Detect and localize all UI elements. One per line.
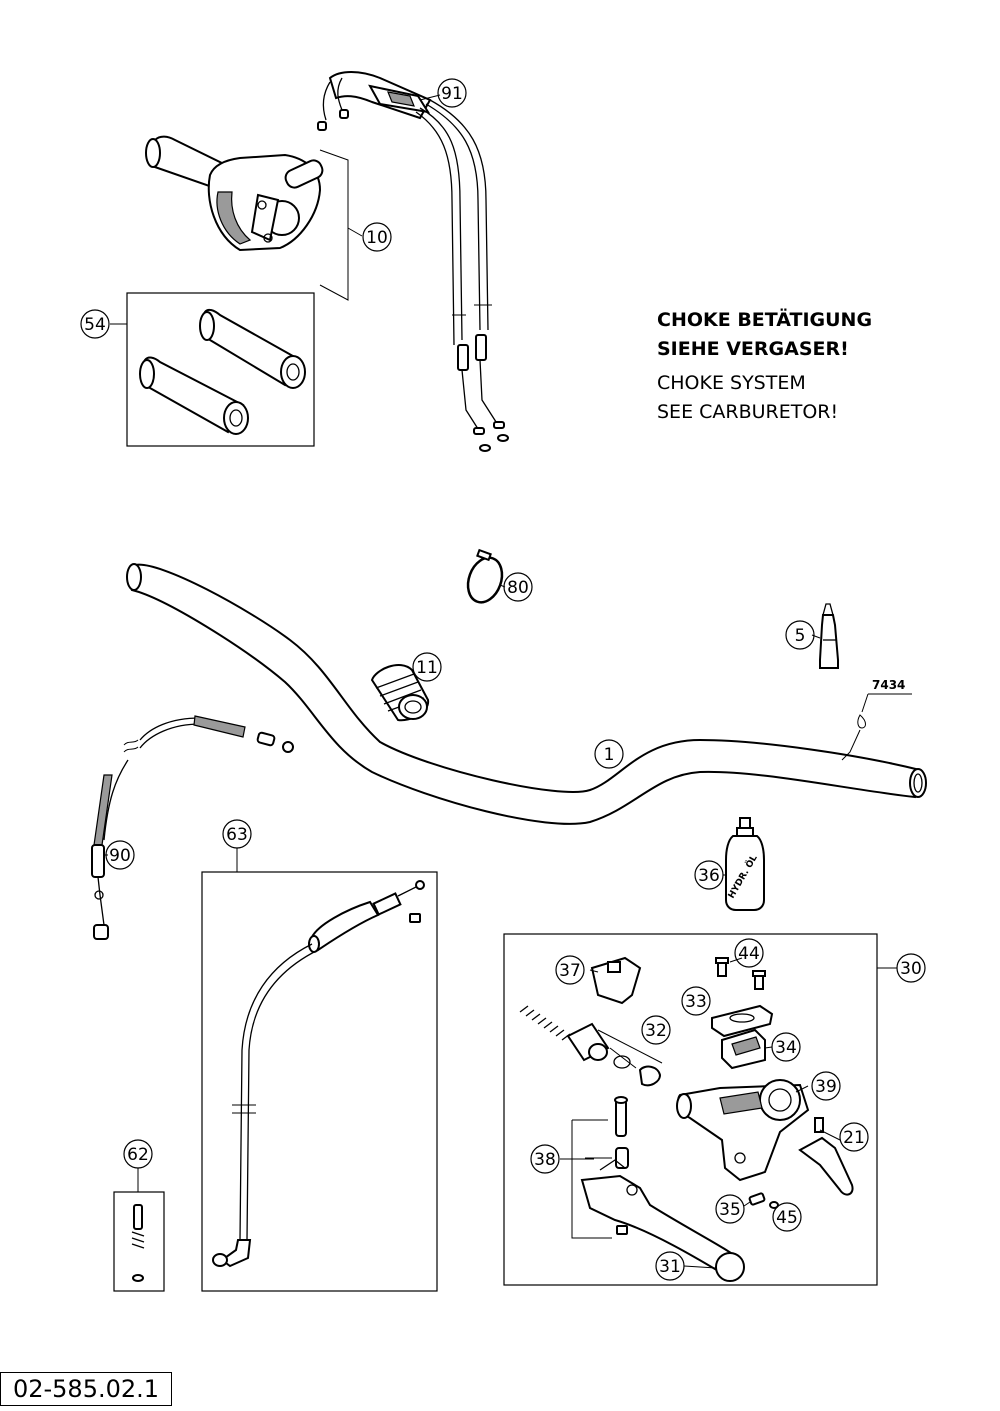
svg-text:30: 30 xyxy=(900,959,922,979)
callout-62: 62 xyxy=(123,1139,153,1169)
svg-text:38: 38 xyxy=(534,1150,556,1170)
svg-text:37: 37 xyxy=(559,961,581,981)
callout-90: 90 xyxy=(105,840,135,870)
callout-33: 33 xyxy=(681,986,711,1016)
throttle-cables xyxy=(317,71,509,452)
svg-text:90: 90 xyxy=(109,846,131,866)
svg-text:1: 1 xyxy=(604,745,615,765)
reference-number: 7434 xyxy=(872,678,905,692)
svg-text:91: 91 xyxy=(441,84,463,104)
document-number: 02-585.02.1 xyxy=(0,1372,172,1406)
brake-master-cylinder xyxy=(519,956,854,1282)
callout-35: 35 xyxy=(715,1194,745,1224)
callout-32: 32 xyxy=(641,1015,671,1045)
note-en-line2: SEE CARBURETOR! xyxy=(657,401,839,423)
svg-text:35: 35 xyxy=(719,1200,741,1220)
callout-39: 39 xyxy=(811,1071,841,1101)
callout-34: 34 xyxy=(771,1032,801,1062)
reference-7434: 7434 xyxy=(841,678,912,761)
svg-text:5: 5 xyxy=(795,626,806,646)
callout-30: 30 xyxy=(896,953,926,983)
hydraulic-oil-bottle: HYDR. ÖL xyxy=(725,817,765,911)
grips-frame xyxy=(126,292,315,447)
svg-text:11: 11 xyxy=(416,658,438,678)
callout-37: 37 xyxy=(555,955,585,985)
choke-cable xyxy=(91,715,294,940)
bellows-boot xyxy=(370,664,430,722)
kit-frame xyxy=(113,1191,165,1292)
callout-21: 21 xyxy=(839,1122,869,1152)
callout-63: 63 xyxy=(222,819,252,849)
note-de-line2: SIEHE VERGASER! xyxy=(657,338,849,360)
callout-11: 11 xyxy=(412,652,442,682)
callout-leaders xyxy=(560,874,809,1269)
callout-80: 80 xyxy=(503,572,533,602)
svg-text:45: 45 xyxy=(776,1208,798,1228)
svg-text:10: 10 xyxy=(366,228,388,248)
svg-text:62: 62 xyxy=(127,1145,149,1165)
svg-text:21: 21 xyxy=(843,1128,865,1148)
callouts: 91 10 54 80 5 11 1 90 63 36 30 44 37 33 … xyxy=(80,78,926,1281)
callout-54: 54 xyxy=(80,309,110,339)
svg-text:80: 80 xyxy=(507,578,529,598)
callout-10: 10 xyxy=(362,222,392,252)
callout-1: 1 xyxy=(594,739,624,769)
callout-45: 45 xyxy=(772,1202,802,1232)
hot-start-cable xyxy=(212,880,425,1268)
svg-text:33: 33 xyxy=(685,992,707,1012)
grease-tube xyxy=(811,603,839,669)
note-de-line1: CHOKE BETÄTIGUNG xyxy=(657,309,873,331)
svg-text:63: 63 xyxy=(226,825,248,845)
callout-36: 36 xyxy=(694,860,724,890)
callout-44: 44 xyxy=(734,938,764,968)
grips xyxy=(139,308,306,435)
throttle-grip-assembly xyxy=(145,135,363,301)
clamp-ring xyxy=(466,548,506,604)
svg-text:31: 31 xyxy=(659,1257,681,1277)
hot-start-frame xyxy=(201,871,438,1292)
callout-5: 5 xyxy=(785,620,815,650)
kit-parts xyxy=(131,1204,145,1282)
svg-text:36: 36 xyxy=(698,866,720,886)
svg-text:39: 39 xyxy=(815,1077,837,1097)
svg-text:44: 44 xyxy=(738,944,760,964)
svg-text:54: 54 xyxy=(84,315,106,335)
svg-text:34: 34 xyxy=(775,1038,797,1058)
svg-text:32: 32 xyxy=(645,1021,667,1041)
note-en-line1: CHOKE SYSTEM xyxy=(657,372,806,394)
brake-assembly-frame xyxy=(503,933,878,1286)
handlebar xyxy=(126,563,927,825)
callout-38: 38 xyxy=(530,1144,560,1174)
callout-31: 31 xyxy=(655,1251,685,1281)
callout-91: 91 xyxy=(437,78,467,108)
